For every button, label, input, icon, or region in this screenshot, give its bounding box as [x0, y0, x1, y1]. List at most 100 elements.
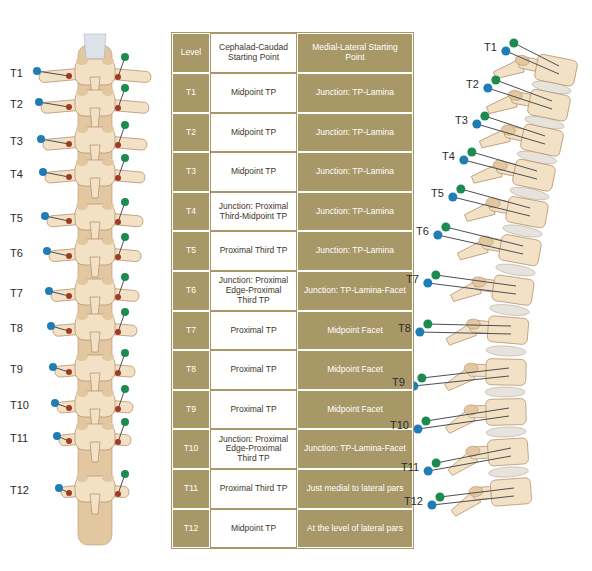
blue-pin-head: [483, 84, 492, 93]
posterior-spine: [33, 34, 151, 545]
green-pin-head: [480, 112, 489, 121]
facet: [102, 57, 114, 65]
entry-point: [66, 218, 72, 224]
level-label: T6: [10, 246, 23, 260]
pin-line: [514, 43, 559, 66]
table-cell: Midpoint TP: [210, 509, 297, 549]
level-label: T2: [10, 97, 23, 111]
spinous-process: [90, 108, 100, 128]
pin-line: [438, 235, 523, 254]
vertebra: [55, 470, 129, 514]
green-pin-head: [121, 470, 129, 478]
green-pin-head: [121, 308, 129, 316]
facet: [102, 353, 114, 361]
vertebra: [445, 358, 527, 393]
level-label: T9: [392, 375, 405, 389]
blue-pin-head: [53, 432, 61, 440]
vertebra: [446, 312, 530, 352]
entry-point: [115, 142, 121, 148]
facet: [76, 57, 88, 65]
pin-line: [428, 324, 511, 326]
table-cell: Proximal Third TP: [210, 231, 297, 271]
table-cell: Junction: TP-Lamina: [297, 231, 413, 271]
entry-point: [115, 294, 121, 300]
entry-point: [115, 370, 121, 376]
level-label: T4: [442, 149, 455, 163]
entry-point: [66, 104, 72, 110]
level-label: T3: [10, 134, 23, 148]
level-label: T7: [406, 272, 419, 286]
table-header: Level: [172, 33, 210, 73]
blue-pin-head: [51, 399, 59, 407]
level-label: T5: [431, 186, 444, 200]
pin-line: [422, 368, 509, 378]
entry-point: [66, 253, 72, 259]
vertebra: [47, 308, 137, 352]
vertebra: [446, 438, 529, 476]
blue-pin-head: [424, 467, 433, 476]
pin-line: [420, 332, 511, 334]
facet: [102, 474, 114, 482]
table-cell: Junction: TP-Lamina-Facet: [297, 271, 413, 311]
facet: [102, 202, 114, 210]
vertebra: [45, 273, 139, 317]
facet: [102, 125, 114, 133]
table-cell: T2: [172, 113, 210, 153]
table-cell: T10: [172, 429, 210, 469]
table-cell: T9: [172, 390, 210, 430]
table-cell: Midpoint TP: [210, 73, 297, 113]
lateral-spine: [409, 39, 578, 517]
vertebral-body: [491, 274, 534, 306]
blue-pin-head: [33, 67, 41, 75]
vertebra: [456, 227, 542, 274]
table-cell: T11: [172, 469, 210, 509]
level-label: T11: [10, 431, 28, 445]
vertebra: [41, 198, 143, 242]
entry-point: [115, 105, 121, 111]
entry-point: [66, 369, 72, 375]
green-pin-head: [121, 349, 129, 357]
blue-pin-head: [459, 156, 468, 165]
pin-line: [39, 102, 69, 107]
green-pin-head: [435, 493, 444, 502]
disc: [485, 387, 525, 397]
pin-line: [496, 80, 552, 101]
green-pin-head: [423, 320, 432, 329]
entry-point: [115, 406, 121, 412]
facet: [76, 202, 88, 210]
entry-point: [66, 73, 72, 79]
table-cell: Junction: TP-Lamina: [297, 113, 413, 153]
blue-pin-head: [35, 98, 43, 106]
vertebral-body: [520, 123, 565, 157]
table-cell: T12: [172, 509, 210, 549]
spinous-process: [90, 494, 100, 514]
blue-pin-head: [39, 168, 47, 176]
table-cell: Proximal TP: [210, 311, 297, 351]
entry-point: [115, 74, 121, 80]
level-label: T7: [10, 286, 23, 300]
level-label: T1: [484, 40, 497, 54]
spinous-process: [90, 332, 100, 352]
vertebra: [49, 349, 135, 393]
green-pin-head: [417, 374, 426, 383]
facet: [102, 277, 114, 285]
facet: [102, 422, 114, 430]
spinous-process: [90, 373, 100, 393]
entry-point: [115, 491, 121, 497]
green-pin-head: [431, 271, 440, 280]
vertebra: [53, 418, 131, 462]
blue-pin-head: [413, 425, 422, 434]
level-label: T8: [398, 321, 411, 335]
blue-pin-head: [423, 279, 432, 288]
level-label: T6: [416, 224, 429, 238]
disc: [488, 466, 529, 479]
vertebral-body: [505, 196, 549, 229]
vertebral-body: [486, 359, 527, 386]
blue-pin-head: [49, 363, 57, 371]
table-cell: Proximal TP: [210, 350, 297, 390]
blue-pin-head: [427, 501, 436, 510]
level-label: T2: [466, 77, 479, 91]
facet: [76, 158, 88, 166]
facet: [102, 158, 114, 166]
pin-line: [464, 160, 537, 179]
